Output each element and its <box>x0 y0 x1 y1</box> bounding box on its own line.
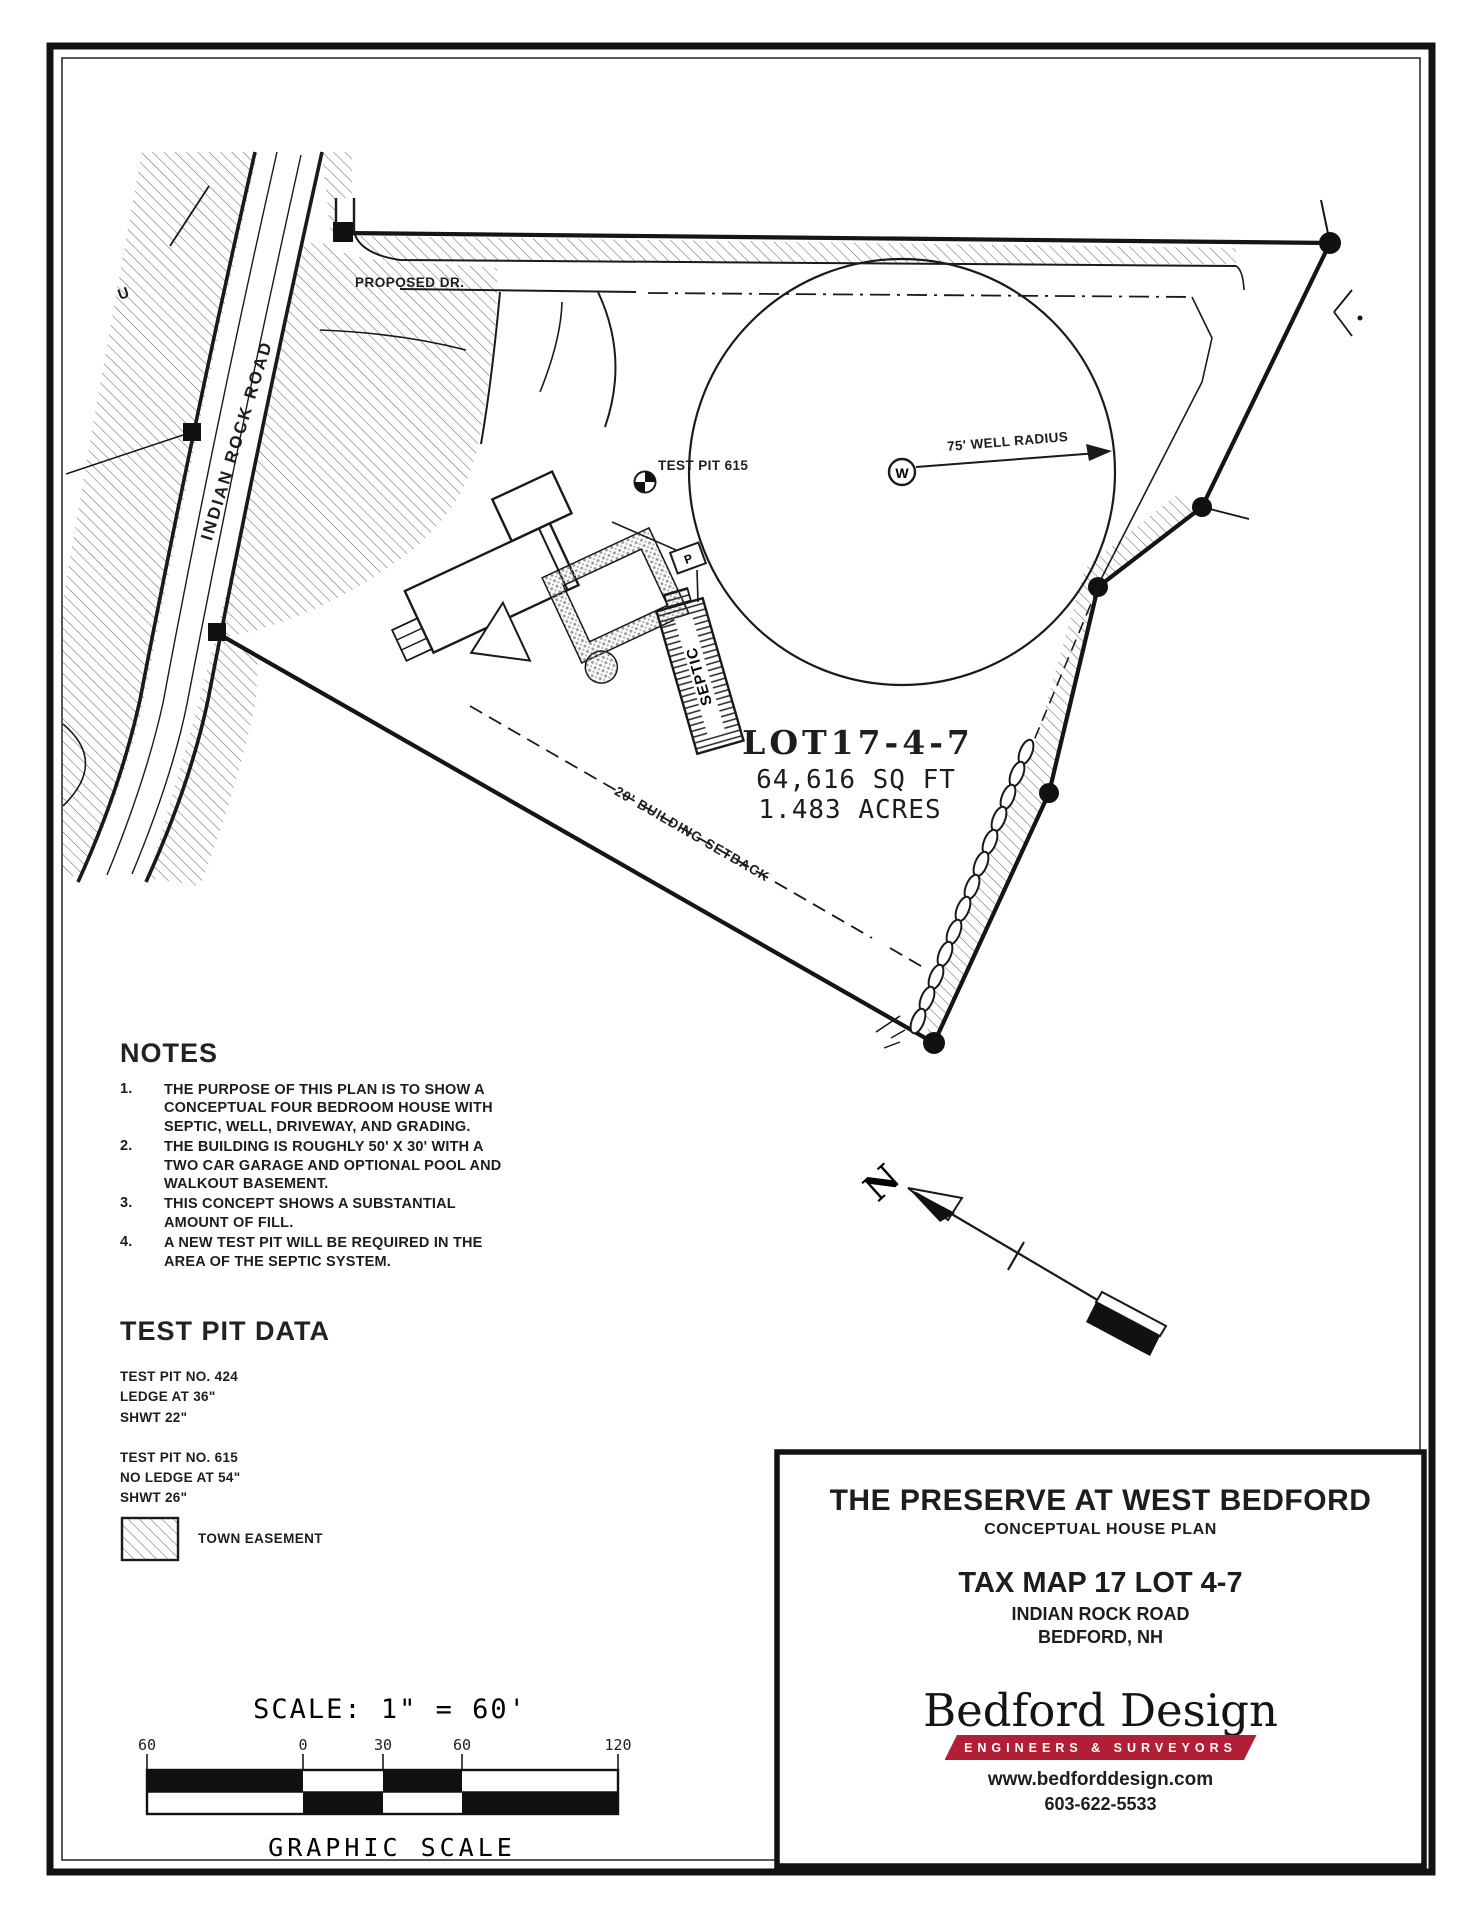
notes-heading: NOTES <box>120 1038 219 1068</box>
notes-block: NOTES 1. THE PURPOSE OF THIS PLAN IS TO … <box>120 1038 512 1273</box>
north-arrow: N <box>856 1156 1168 1356</box>
grading-limit-line <box>1097 296 1213 586</box>
septic-system: P SEPTIC <box>611 521 745 756</box>
proposed-drive-label: PROPOSED DR. <box>355 275 465 290</box>
abutter-line <box>65 431 193 475</box>
deck-triangle <box>469 600 532 662</box>
note-number: 3. <box>120 1195 133 1212</box>
test-pit-line: SHWT 22" <box>120 1409 188 1425</box>
title-block-frame <box>774 1449 1427 1869</box>
scale-tick-label: 0 <box>298 1736 307 1754</box>
note-item: 1. THE PURPOSE OF THIS PLAN IS TO SHOW A… <box>120 1081 512 1136</box>
test-pit-line: LEDGE AT 36" <box>120 1389 216 1405</box>
drive-dashed-continuation <box>647 292 1193 298</box>
project-title: THE PRESERVE AT WEST BEDFORD <box>829 1484 1372 1517</box>
lot-area-acres: 1.483 ACRES <box>758 795 941 825</box>
title-block: THE PRESERVE AT WEST BEDFORD CONCEPTUAL … <box>783 1458 1418 1815</box>
test-pit-line: SHWT 26" <box>120 1490 188 1506</box>
well-radius-label: 75' WELL RADIUS <box>946 429 1068 454</box>
sheet-border <box>46 42 1436 1876</box>
test-pit-line: NO LEDGE AT 54" <box>120 1470 241 1485</box>
town-easement-swatch <box>120 1516 180 1562</box>
firm-tagline-banner: ENGINEERS & SURVEYORS <box>944 1735 1257 1760</box>
test-pit-line: TEST PIT NO. 424 <box>120 1369 239 1384</box>
tax-map-lot: TAX MAP 17 LOT 4-7 <box>958 1567 1243 1599</box>
easement-inner-dashed <box>1029 586 1099 751</box>
note-item: 3. THIS CONCEPT SHOWS A SUBSTANTIAL AMOU… <box>120 1195 512 1232</box>
test-pit-data-block: TEST PIT DATA TEST PIT NO. 424 LEDGE AT … <box>120 1316 480 1509</box>
scale-label: SCALE: 1" = 60' <box>253 1694 527 1725</box>
note-text: THIS CONCEPT SHOWS A SUBSTANTIAL AMOUNT … <box>164 1196 456 1231</box>
scale-tick-label: 30 <box>374 1736 392 1754</box>
test-pit-entry: TEST PIT NO. 424 LEDGE AT 36" SHWT 22" <box>120 1367 480 1428</box>
well-symbol-letter: W <box>895 465 909 481</box>
note-number: 2. <box>120 1138 133 1155</box>
plan-subtitle: CONCEPTUAL HOUSE PLAN <box>984 1521 1217 1538</box>
granite-bound-markers <box>183 222 353 641</box>
firm-website: www.bedforddesign.com <box>987 1769 1214 1790</box>
lot-name: LOT17-4-7 <box>742 723 974 762</box>
graphic-scale-bar: SCALE: 1" = 60' 60 0 30 60 120 GRAPHIC S… <box>138 1694 632 1862</box>
arrowhead-icon <box>1086 444 1112 461</box>
lot-area-sqft: 64,616 SQ FT <box>756 765 956 795</box>
firm-phone: 603-622-5533 <box>1044 1794 1157 1814</box>
north-letter: N <box>856 1156 909 1209</box>
note-number: 1. <box>120 1081 133 1097</box>
test-pit-marker <box>633 470 657 494</box>
test-pit-data-heading: TEST PIT DATA <box>120 1316 330 1346</box>
note-text: THE BUILDING IS ROUGHLY 50' X 30' WITH A… <box>164 1139 502 1193</box>
house-footprint <box>390 469 690 684</box>
road-edge-tick <box>169 185 210 247</box>
stone-wall-chain <box>909 586 1099 1035</box>
scale-tick-label: 60 <box>453 1736 471 1754</box>
firm-tagline: ENGINEERS & SURVEYORS <box>964 1740 1237 1755</box>
test-pit-label: TEST PIT 615 <box>658 458 748 473</box>
proposed-drive <box>319 198 1245 586</box>
test-pit-entry: TEST PIT NO. 615 NO LEDGE AT 54" SHWT 26… <box>120 1448 480 1509</box>
street-name: INDIAN ROCK ROAD <box>1011 1604 1190 1624</box>
note-item: 2. THE BUILDING IS ROUGHLY 50' X 30' WIT… <box>120 1138 512 1193</box>
pump-chamber <box>668 541 708 575</box>
well: W <box>687 257 1117 687</box>
scale-caption: GRAPHIC SCALE <box>268 1833 516 1862</box>
scale-tick-label: 60 <box>138 1736 156 1754</box>
well-symbol <box>887 457 917 487</box>
abutter-arc <box>62 723 87 807</box>
legend-easement-label: TOWN EASEMENT <box>198 1531 323 1546</box>
septic-bed: SEPTIC <box>655 586 745 756</box>
note-item: 4. A NEW TEST PIT WILL BE REQUIRED IN TH… <box>120 1234 512 1271</box>
note-text: A NEW TEST PIT WILL BE REQUIRED IN THE A… <box>164 1235 483 1270</box>
boundary-corner-dots <box>923 232 1341 1054</box>
building-setback <box>469 705 927 970</box>
scale-tick-label: 120 <box>604 1736 631 1754</box>
abutter-corner-marks <box>1333 289 1353 337</box>
note-text: THE PURPOSE OF THIS PLAN IS TO SHOW A CO… <box>164 1082 493 1135</box>
well-radius-circle <box>687 257 1117 687</box>
indian-rock-road <box>62 151 324 883</box>
retaining-wall-foot <box>584 650 619 684</box>
setback-label: 20' BUILDING SETBACK <box>612 784 772 885</box>
note-number: 4. <box>120 1234 133 1251</box>
town-name: BEDFORD, NH <box>1038 1627 1163 1647</box>
firm-logo-name: Bedford Design <box>923 1684 1278 1737</box>
test-pit-line: TEST PIT NO. 615 <box>120 1449 239 1465</box>
